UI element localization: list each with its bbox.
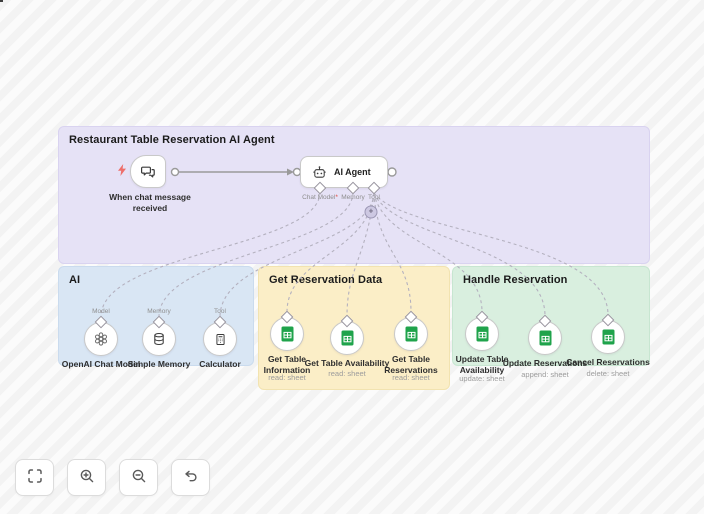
connection-tool-calculator[interactable] bbox=[219, 192, 375, 318]
node-sublabel-cancel-reservations: delete: sheet bbox=[586, 369, 630, 378]
add-tool-button[interactable]: + bbox=[364, 205, 378, 219]
sticky-region-agent[interactable]: Restaurant Table Reservation AI Agent bbox=[58, 126, 650, 264]
node-label-get-reservations: Get Table Reservations bbox=[384, 354, 438, 375]
node-label-openai: OpenAI Chat Model bbox=[61, 359, 141, 369]
openai-icon bbox=[93, 331, 109, 347]
node-simple-memory[interactable] bbox=[142, 322, 176, 356]
sheets-icon bbox=[602, 329, 615, 345]
region-title-agent: Restaurant Table Reservation AI Agent bbox=[69, 134, 275, 146]
node-chat-trigger[interactable] bbox=[130, 155, 166, 188]
fit-view-button[interactable] bbox=[15, 459, 54, 496]
node-sublabel-get-reservations: read: sheet bbox=[392, 373, 430, 382]
node-label-get-availability: Get Table Availability bbox=[304, 358, 390, 368]
region-title-handle: Handle Reservation bbox=[463, 274, 568, 286]
sheets-icon bbox=[405, 326, 418, 342]
node-sublabel-get-info: read: sheet bbox=[268, 373, 306, 382]
node-label-chat-trigger: When chat message received bbox=[109, 192, 191, 213]
node-label-calculator: Calculator bbox=[199, 359, 241, 369]
node-sublabel-update-reservations: append: sheet bbox=[521, 370, 569, 379]
region-title-ai: AI bbox=[69, 274, 81, 286]
connection-arrowhead bbox=[287, 168, 294, 176]
corner-artifact bbox=[0, 0, 3, 2]
trigger-bolt-icon bbox=[118, 164, 126, 176]
port-label-memory: Memory bbox=[147, 308, 171, 315]
undo-icon bbox=[183, 468, 199, 487]
database-icon bbox=[152, 332, 166, 346]
node-update-reservations[interactable] bbox=[528, 321, 562, 355]
connection-tool-update-reservations[interactable] bbox=[373, 192, 546, 317]
undo-button[interactable] bbox=[171, 459, 210, 496]
node-get-table-information[interactable] bbox=[270, 317, 304, 351]
fullscreen-icon bbox=[27, 468, 43, 487]
calculator-icon bbox=[214, 333, 227, 346]
node-label-update-reservations: Update Reservations bbox=[502, 358, 588, 368]
zoom-out-button[interactable] bbox=[119, 459, 158, 496]
agent-port-label-chat-model: Chat Model* bbox=[302, 194, 338, 202]
zoom-out-icon bbox=[131, 468, 147, 487]
node-label-simple-memory: Simple Memory bbox=[127, 359, 191, 369]
agent-port-label-tool: Tool bbox=[368, 194, 380, 201]
robot-icon bbox=[312, 165, 327, 180]
connection-tool-cancel-reservations[interactable] bbox=[373, 192, 609, 316]
node-label-cancel-reservations: Cancel Reservations bbox=[566, 357, 650, 367]
port-label-tool: Tool bbox=[214, 308, 226, 315]
sheets-icon bbox=[341, 330, 354, 346]
required-marker: * bbox=[335, 194, 338, 201]
zoom-in-icon bbox=[79, 468, 95, 487]
sheets-icon bbox=[281, 326, 294, 342]
chat-icon bbox=[140, 164, 156, 180]
canvas-controls bbox=[15, 459, 210, 496]
sheets-icon bbox=[539, 330, 552, 346]
agent-port-label-memory: Memory bbox=[341, 194, 365, 201]
sheets-icon bbox=[476, 326, 489, 342]
agent-output-port[interactable] bbox=[387, 167, 397, 177]
connection-tool-update-availability[interactable] bbox=[373, 192, 483, 313]
node-label-ai-agent: AI Agent bbox=[334, 167, 371, 177]
node-label-get-info: Get Table Information bbox=[263, 354, 311, 375]
connection-memory[interactable] bbox=[158, 191, 354, 318]
node-sublabel-update-availability: update: sheet bbox=[459, 374, 505, 383]
node-label-update-availability: Update Table Availability bbox=[455, 354, 509, 375]
trigger-output-port[interactable] bbox=[170, 167, 180, 177]
port-text: Chat Model bbox=[302, 194, 336, 201]
zoom-in-button[interactable] bbox=[67, 459, 106, 496]
port-label-model: Model bbox=[92, 308, 110, 315]
connection-tool-get-reservations[interactable] bbox=[373, 192, 412, 313]
node-sublabel-get-availability: read: sheet bbox=[328, 369, 366, 378]
